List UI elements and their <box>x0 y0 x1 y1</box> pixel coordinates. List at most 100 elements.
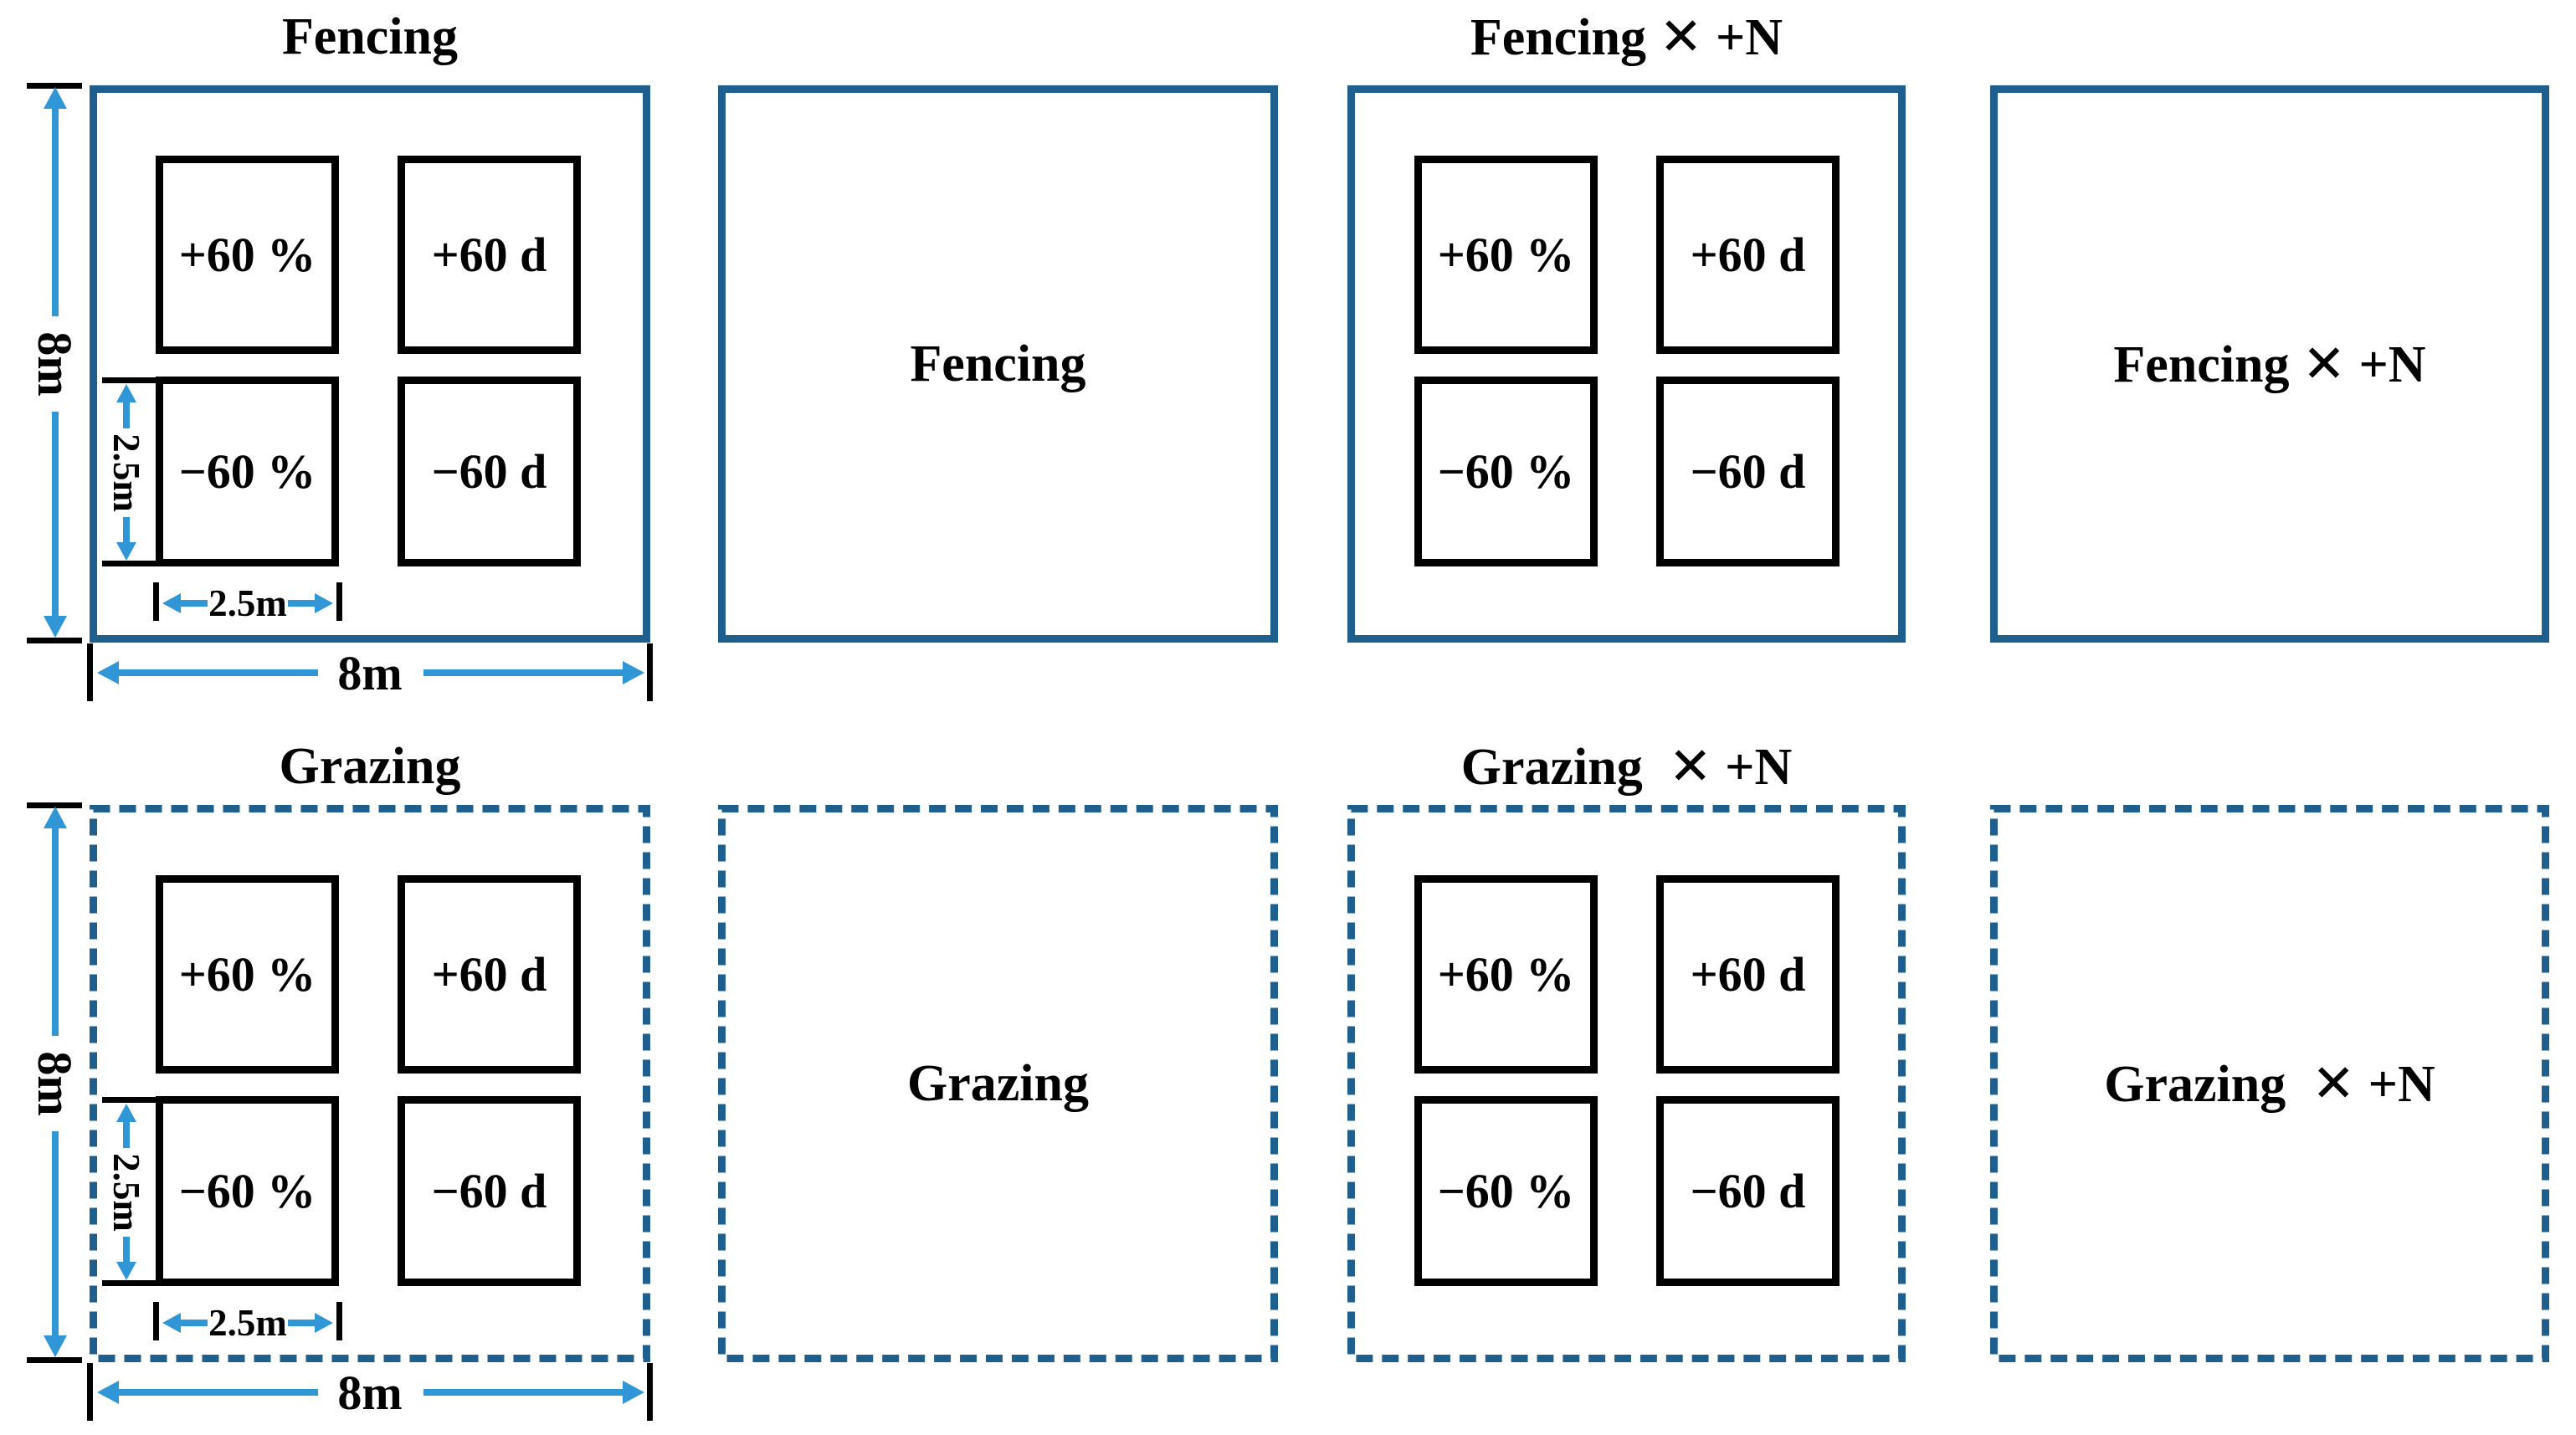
subplot-label: +60 d <box>431 947 547 1002</box>
arrowhead-right-icon <box>315 1313 333 1333</box>
subplot-column-left: +60 % −60 % <box>156 156 339 566</box>
subplot-label: −60 % <box>178 1164 316 1218</box>
dim-2.5m-horiz-line-left <box>179 600 208 607</box>
subplot-label: −60 d <box>1690 1164 1806 1218</box>
dim-8m-bottom-line-left <box>117 669 318 676</box>
subplot-label: −60 % <box>1437 1164 1575 1218</box>
panel-fencing-n-plain-label: Fencing ✕ +N <box>1990 85 2549 643</box>
dim-8m-bottom-label: 8m <box>337 1365 403 1420</box>
dim-2.5m-vert-line-upper <box>123 401 130 428</box>
dim-2.5m-horiz-line-right <box>288 600 316 607</box>
arrowhead-right-icon <box>623 1381 644 1404</box>
subplot-column-right: +60 d −60 d <box>398 875 581 1286</box>
dim-8m-bottom-line-left <box>117 1389 318 1396</box>
subplot-label: +60 % <box>1437 228 1575 282</box>
plot-center-label: Fencing ✕ +N <box>2113 336 2426 393</box>
panel-title: Grazing <box>279 737 461 795</box>
dim-2.5m-vert-line-upper <box>123 1120 130 1148</box>
subplot-column-right: +60 d −60 d <box>1656 156 1840 566</box>
dim-2.5m-horiz-tick-right <box>336 582 342 621</box>
arrowhead-left-icon <box>162 593 181 613</box>
subplot-box-bottom-right: −60 d <box>1656 1096 1840 1286</box>
dim-8m-left-tick-top <box>27 83 82 89</box>
dim-8m-left-tick-top <box>27 802 82 808</box>
dim-2.5m-vert-tick-top <box>102 377 156 383</box>
subplot-column-right: +60 d −60 d <box>1656 875 1840 1286</box>
arrowhead-down-icon <box>44 616 67 638</box>
subplot-label: −60 % <box>1437 444 1575 499</box>
dim-2.5m-vert-tick-bottom <box>102 561 156 566</box>
panel-title: Fencing ✕ +N <box>1470 9 1783 66</box>
arrowhead-down-icon <box>116 542 136 561</box>
plot-boundary-grazing: +60 % −60 % +60 d −60 d <box>90 805 650 1362</box>
subplot-column-left: +60 % −60 % <box>1414 875 1598 1286</box>
dim-2.5m-horiz-label: 2.5m <box>208 1302 287 1344</box>
dim-8m-left-line-upper <box>52 827 59 1036</box>
dim-8m-bottom-tick-right <box>647 1363 653 1421</box>
dim-2.5m-vert-line-lower <box>123 1237 130 1263</box>
plot-boundary-fencing-n: +60 % −60 % +60 d −60 d <box>1347 85 1906 643</box>
dim-8m-bottom-tick-left <box>87 1363 93 1421</box>
subplot-buffer-gap <box>1414 354 1598 377</box>
arrowhead-down-icon <box>116 1262 136 1280</box>
arrowhead-right-icon <box>623 661 644 684</box>
dim-8m-bottom-label: 8m <box>337 645 403 700</box>
subplot-column-left: +60 % −60 % <box>1414 156 1598 566</box>
dim-8m-left-line-lower <box>52 412 59 618</box>
subplot-box-bottom-left: −60 % <box>1414 1096 1598 1286</box>
panel-fencing-layout: Fencing +60 % −60 % +60 d −60 d 8m <box>0 0 720 720</box>
dim-2.5m-vert-label: 2.5m <box>105 433 147 512</box>
dim-2.5m-horiz-tick-left <box>153 1302 159 1340</box>
subplot-box-bottom-right: −60 d <box>1656 377 1840 566</box>
subplot-buffer-gap <box>1656 1074 1840 1096</box>
subplot-box-top-right: +60 d <box>1656 156 1840 354</box>
subplot-buffer-gap <box>1656 354 1840 377</box>
subplot-column-right: +60 d −60 d <box>398 156 581 566</box>
panel-title: Grazing ✕ +N <box>1460 739 1793 796</box>
subplot-box-bottom-right: −60 d <box>398 1096 581 1286</box>
panel-grazing-n-layout: Grazing ✕ +N +60 % −60 % +60 d −60 d <box>1347 720 1906 1435</box>
subplot-label: +60 d <box>1690 228 1806 282</box>
dim-2.5m-vert-tick-top <box>102 1097 156 1103</box>
dim-2.5m-horiz-line-left <box>179 1320 208 1326</box>
plot-center-label: Fencing <box>910 335 1086 392</box>
dim-2.5m-horiz-tick-right <box>336 1302 342 1340</box>
panel-title: Fencing <box>281 8 459 65</box>
arrowhead-left-icon <box>97 661 119 684</box>
dim-8m-left-label: 8m <box>28 1051 83 1116</box>
dim-8m-bottom-tick-left <box>87 643 93 701</box>
dim-8m-bottom-line-right <box>423 669 623 676</box>
subplot-box-bottom-right: −60 d <box>398 377 581 566</box>
subplot-box-top-left: +60 % <box>1414 875 1598 1074</box>
subplot-label: +60 d <box>431 228 547 282</box>
subplot-buffer-gap <box>156 354 339 377</box>
dim-2.5m-horiz-line-right <box>288 1320 316 1326</box>
arrowhead-up-icon <box>116 1104 136 1122</box>
arrowhead-right-icon <box>315 593 333 613</box>
subplot-box-top-right: +60 d <box>398 156 581 354</box>
subplot-box-bottom-left: −60 % <box>156 377 339 566</box>
arrowhead-up-icon <box>116 384 136 402</box>
subplot-buffer-gap <box>156 1074 339 1096</box>
subplot-buffer-gap <box>1414 1074 1598 1096</box>
arrowhead-up-icon <box>44 807 67 828</box>
subplot-label: −60 d <box>1690 444 1806 499</box>
subplot-label: +60 d <box>1690 947 1806 1002</box>
subplot-box-top-left: +60 % <box>1414 156 1598 354</box>
panel-grazing-n-plain-label: Grazing ✕ +N <box>1990 805 2549 1362</box>
subplot-label: +60 % <box>1437 947 1575 1002</box>
subplot-box-top-right: +60 d <box>1656 875 1840 1074</box>
dim-8m-left-tick-bottom <box>27 1357 82 1363</box>
arrowhead-up-icon <box>44 87 67 109</box>
plot-boundary-fencing: +60 % −60 % +60 d −60 d <box>90 85 650 643</box>
panel-grazing-plain-label: Grazing <box>718 805 1278 1362</box>
dim-2.5m-vert-label: 2.5m <box>105 1153 147 1232</box>
subplot-label: +60 % <box>178 947 316 1002</box>
arrowhead-left-icon <box>97 1381 119 1404</box>
subplot-box-bottom-left: −60 % <box>1414 377 1598 566</box>
dim-8m-left-tick-bottom <box>27 638 82 643</box>
subplot-label: −60 d <box>431 444 547 499</box>
subplot-buffer-gap <box>398 354 581 377</box>
subplot-label: +60 % <box>178 228 316 282</box>
